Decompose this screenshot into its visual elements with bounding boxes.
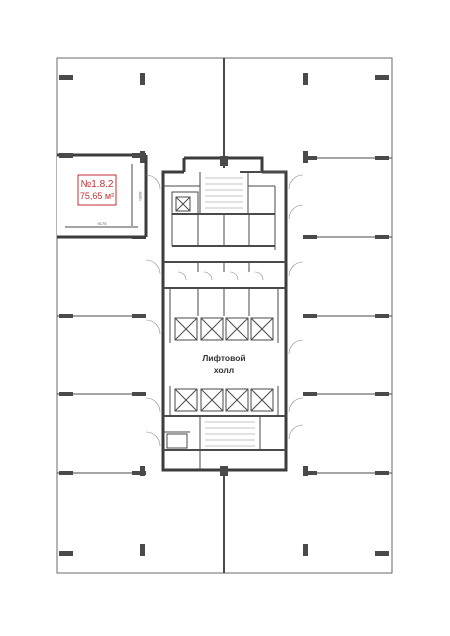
unit-area: 75,65 м² xyxy=(80,191,114,201)
door-swings xyxy=(145,174,304,447)
unit-number: №1.8.2 xyxy=(81,179,114,190)
left-partitions xyxy=(57,235,146,475)
columns-top xyxy=(59,73,389,85)
unit-label-box xyxy=(77,174,117,206)
core-walls xyxy=(161,156,288,472)
stairs xyxy=(205,177,255,447)
unit-1-8-2[interactable]: 9175 6050 №1.8.2 75,65 м² xyxy=(57,153,148,239)
hall-label-line1: Лифтовой xyxy=(202,353,245,363)
columns-bottom xyxy=(59,544,389,556)
core-columns xyxy=(140,151,308,476)
hall-label-line2: холл xyxy=(214,365,234,375)
elevators-lower xyxy=(174,388,274,412)
right-partitions xyxy=(303,156,392,475)
unit-dim-width: 9175 xyxy=(98,221,108,226)
lift-hall: Лифтовой холл xyxy=(202,353,245,375)
unit-dim-height: 6050 xyxy=(138,192,143,202)
elevators-upper xyxy=(174,317,274,341)
